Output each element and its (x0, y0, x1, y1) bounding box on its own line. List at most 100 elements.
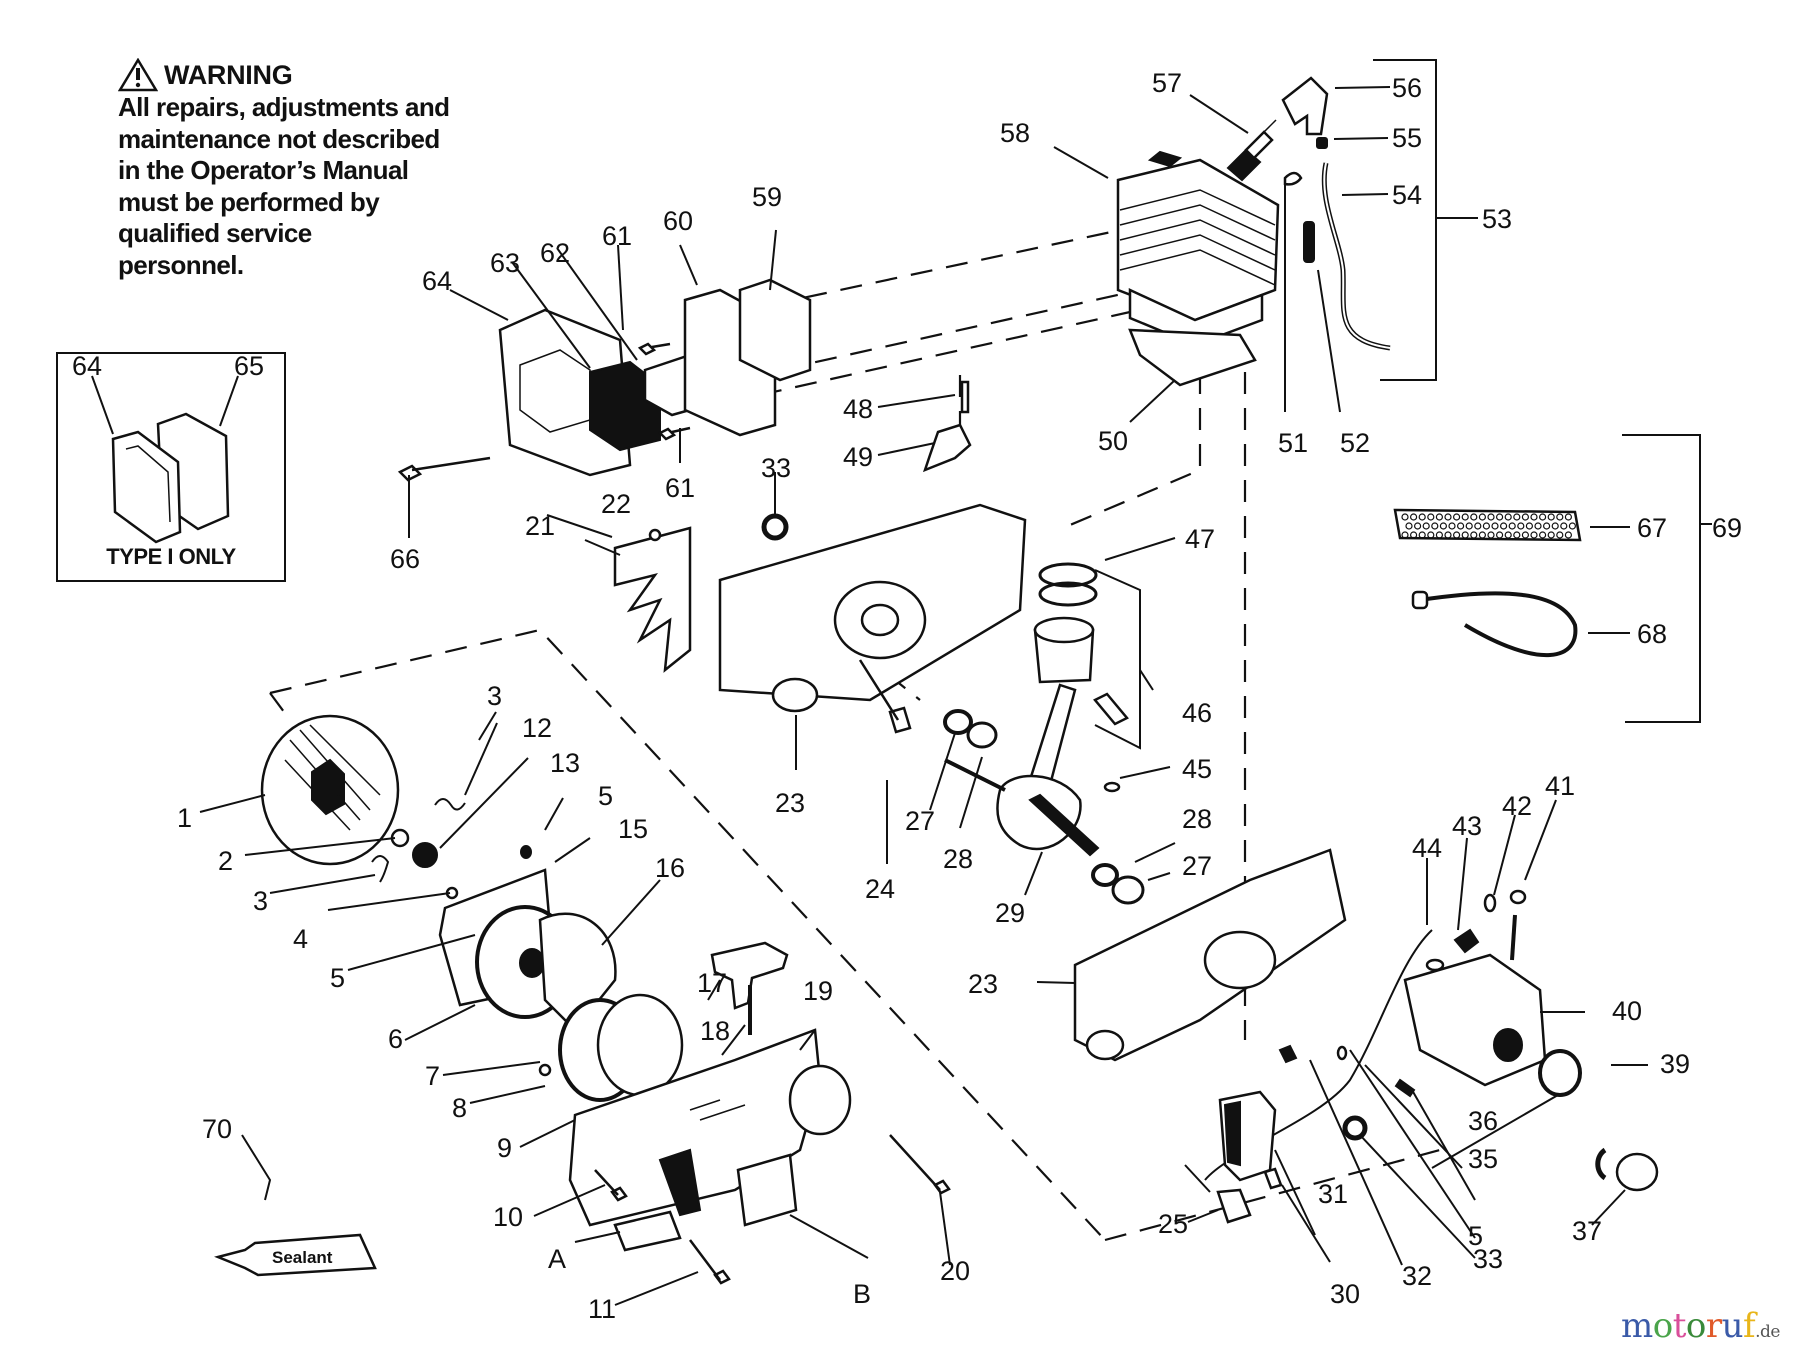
screen-hole (1431, 522, 1439, 530)
screen-hole (1461, 513, 1469, 521)
callout-16: 16 (655, 853, 685, 883)
part-spring-12 (434, 798, 466, 811)
callout-35: 35 (1468, 1144, 1498, 1174)
part-55 (1316, 137, 1328, 149)
part-ignition-module (1218, 1090, 1277, 1182)
callout-37: 37 (1572, 1216, 1602, 1246)
part-oil-tank (1403, 914, 1547, 1087)
screen-hole (1470, 513, 1478, 521)
part-screw-30 (1263, 1167, 1283, 1190)
screen-hole (1413, 522, 1422, 530)
screen-hole (1530, 513, 1538, 521)
callout-36: 36 (1468, 1106, 1498, 1136)
part-spark-boot (1281, 76, 1329, 136)
screen-hole (1470, 531, 1478, 539)
part-strap-68 (1419, 591, 1578, 658)
screen-hole (1478, 531, 1487, 539)
callout-23a: 23 (775, 788, 805, 818)
callout-3a: 3 (487, 681, 502, 711)
callout-7: 7 (425, 1061, 440, 1091)
part-piston-pin (1093, 692, 1129, 726)
part-screw-10 (594, 1169, 628, 1202)
callout-57: 57 (1152, 68, 1182, 98)
callout-27a: 27 (905, 806, 935, 836)
callout-42: 42 (1502, 791, 1532, 821)
callout-23b: 23 (968, 969, 998, 999)
part-carb-adapter (738, 278, 812, 382)
callout-10: 10 (493, 1202, 523, 1232)
warning-notice: WARNING All repairs, adjustments and mai… (118, 58, 450, 281)
callout-48: 48 (843, 394, 873, 424)
part-crankcase-left (718, 503, 1027, 713)
screen-hole (1474, 522, 1482, 530)
screen-hole (1521, 531, 1530, 539)
part-oil-seal-33b (1342, 1115, 1368, 1141)
part-fitting-44 (1425, 958, 1445, 972)
screen-hole (1452, 513, 1461, 521)
callout-5b: 5 (330, 963, 345, 993)
callout-30: 30 (1330, 1279, 1360, 1309)
screen-hole (1556, 531, 1564, 539)
screen-hole (1478, 513, 1487, 521)
screen-hole (1538, 513, 1547, 521)
part-rewind-spring (558, 993, 684, 1102)
part-screw-11 (689, 1239, 731, 1285)
part-gasket (1128, 328, 1257, 387)
watermark-letter: o (1652, 1306, 1673, 1346)
callout-60: 60 (663, 206, 693, 236)
callout-3b: 3 (253, 886, 268, 916)
part-fan-housing (568, 1028, 852, 1227)
inset-drawing: 64 65 (72, 354, 264, 544)
part-label-a-block (613, 1210, 682, 1252)
screen-hole (1530, 531, 1538, 539)
screen-hole (1538, 531, 1547, 539)
part-seal-28a (966, 721, 998, 749)
callout-32: 32 (1402, 1261, 1432, 1291)
callout-33b: 33 (1473, 1244, 1503, 1274)
screen-hole (1517, 522, 1525, 530)
part-crankcase-right (1073, 848, 1347, 1062)
part-spring-3 (371, 855, 390, 883)
part-clutch-13 (412, 842, 438, 868)
callout-33a: 33 (761, 453, 791, 483)
callout-13: 13 (550, 748, 580, 778)
part-screen-67 (1393, 508, 1582, 542)
screen-hole (1495, 531, 1504, 539)
screen-hole (1487, 531, 1495, 539)
callout-28a: 28 (943, 844, 973, 874)
callout-70: 70 (202, 1114, 232, 1144)
callout-6: 6 (388, 1024, 403, 1054)
callout-66: 66 (390, 544, 420, 574)
part-bolt-66 (397, 456, 491, 482)
callout-63: 63 (490, 248, 520, 278)
callout-39: 39 (1660, 1049, 1690, 1079)
leader-lines (199, 86, 1648, 1306)
screen-hole (1427, 531, 1435, 539)
callout-4: 4 (293, 924, 308, 954)
inset-callout-64: 64 (72, 354, 102, 381)
warning-triangle-icon (118, 58, 158, 92)
part-36 (1394, 1078, 1416, 1098)
screen-hole (1409, 531, 1418, 539)
screen-hole (1444, 513, 1452, 521)
part-switch-25 (1216, 1188, 1252, 1224)
callout-11: 11 (588, 1294, 616, 1324)
callout-64: 64 (422, 266, 452, 296)
callout-19: 19 (803, 976, 833, 1006)
part-piston-ring-1 (1038, 562, 1098, 588)
screen-hole (1534, 522, 1542, 530)
callout-22: 22 (601, 489, 631, 519)
callout-B: B (853, 1279, 871, 1309)
callout-labels: 57 56 55 54 53 58 59 60 61 62 63 64 66 6… (177, 68, 1742, 1324)
callout-51: 51 (1278, 428, 1308, 458)
callout-49: 49 (843, 442, 873, 472)
part-piston (1033, 616, 1095, 684)
screen-hole (1439, 522, 1448, 530)
callout-24: 24 (865, 874, 895, 904)
callout-46: 46 (1182, 698, 1212, 728)
screen-hole (1465, 522, 1473, 530)
watermark-letter: f (1743, 1306, 1756, 1346)
screen-hole (1452, 531, 1461, 539)
sealant-label: Sealant (272, 1248, 333, 1267)
watermark-letter: m (1620, 1306, 1653, 1346)
